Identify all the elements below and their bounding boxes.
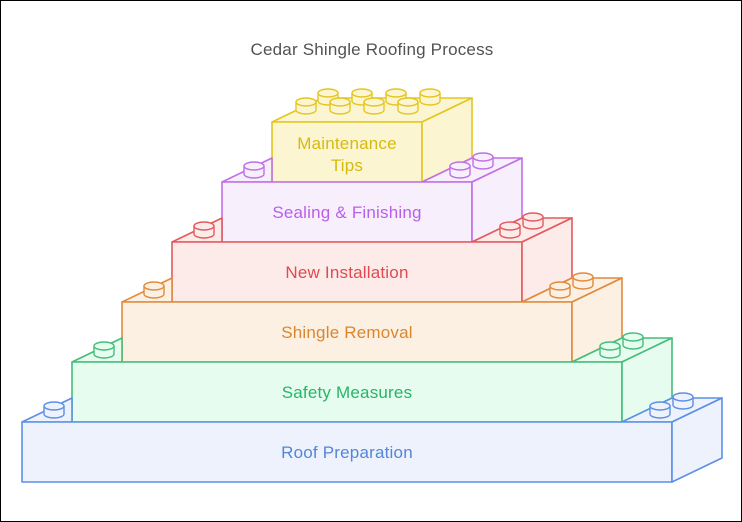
lego-stud-icon	[499, 221, 521, 239]
lego-stud-icon	[295, 97, 317, 115]
lego-stud-icon	[193, 221, 215, 239]
brick-new-installation: New Installation	[171, 212, 573, 303]
brick-label: New Installation	[285, 263, 408, 282]
lego-stud-icon	[522, 212, 544, 230]
lego-stud-icon	[143, 281, 165, 299]
brick-label: Sealing & Finishing	[272, 203, 421, 222]
brick-sealing-finishing: Sealing & Finishing	[221, 152, 523, 243]
lego-stud-icon	[599, 341, 621, 359]
brick-shingle-removal: Shingle Removal	[121, 272, 623, 363]
lego-stud-icon	[419, 88, 441, 106]
brick-safety-measures: Safety Measures	[71, 332, 673, 423]
lego-stud-icon	[449, 161, 471, 179]
brick-front-face	[71, 361, 623, 423]
brick-side-face	[671, 397, 723, 483]
lego-stud-icon	[329, 97, 351, 115]
lego-stud-icon	[397, 97, 419, 115]
brick-label: Shingle Removal	[281, 323, 413, 342]
brick-front-face	[171, 241, 523, 303]
lego-stud-icon	[649, 401, 671, 419]
brick-roof-preparation: Roof Preparation	[21, 392, 723, 483]
brick-front-face	[21, 421, 673, 483]
diagram-title: Cedar Shingle Roofing Process	[250, 40, 494, 59]
lego-stud-icon	[549, 281, 571, 299]
lego-stud-icon	[672, 392, 694, 410]
lego-stud-icon	[363, 97, 385, 115]
brick-label: Safety Measures	[282, 383, 413, 402]
lego-stud-icon	[43, 401, 65, 419]
lego-stud-icon	[572, 272, 594, 290]
lego-stud-icon	[243, 161, 265, 179]
lego-stud-icon	[472, 152, 494, 170]
lego-stud-icon	[622, 332, 644, 350]
brick-label: Roof Preparation	[281, 443, 413, 462]
brick-front-face	[121, 301, 573, 363]
brick-front-face	[271, 121, 423, 183]
lego-stud-icon	[93, 341, 115, 359]
lego-stud-icon	[385, 88, 407, 106]
